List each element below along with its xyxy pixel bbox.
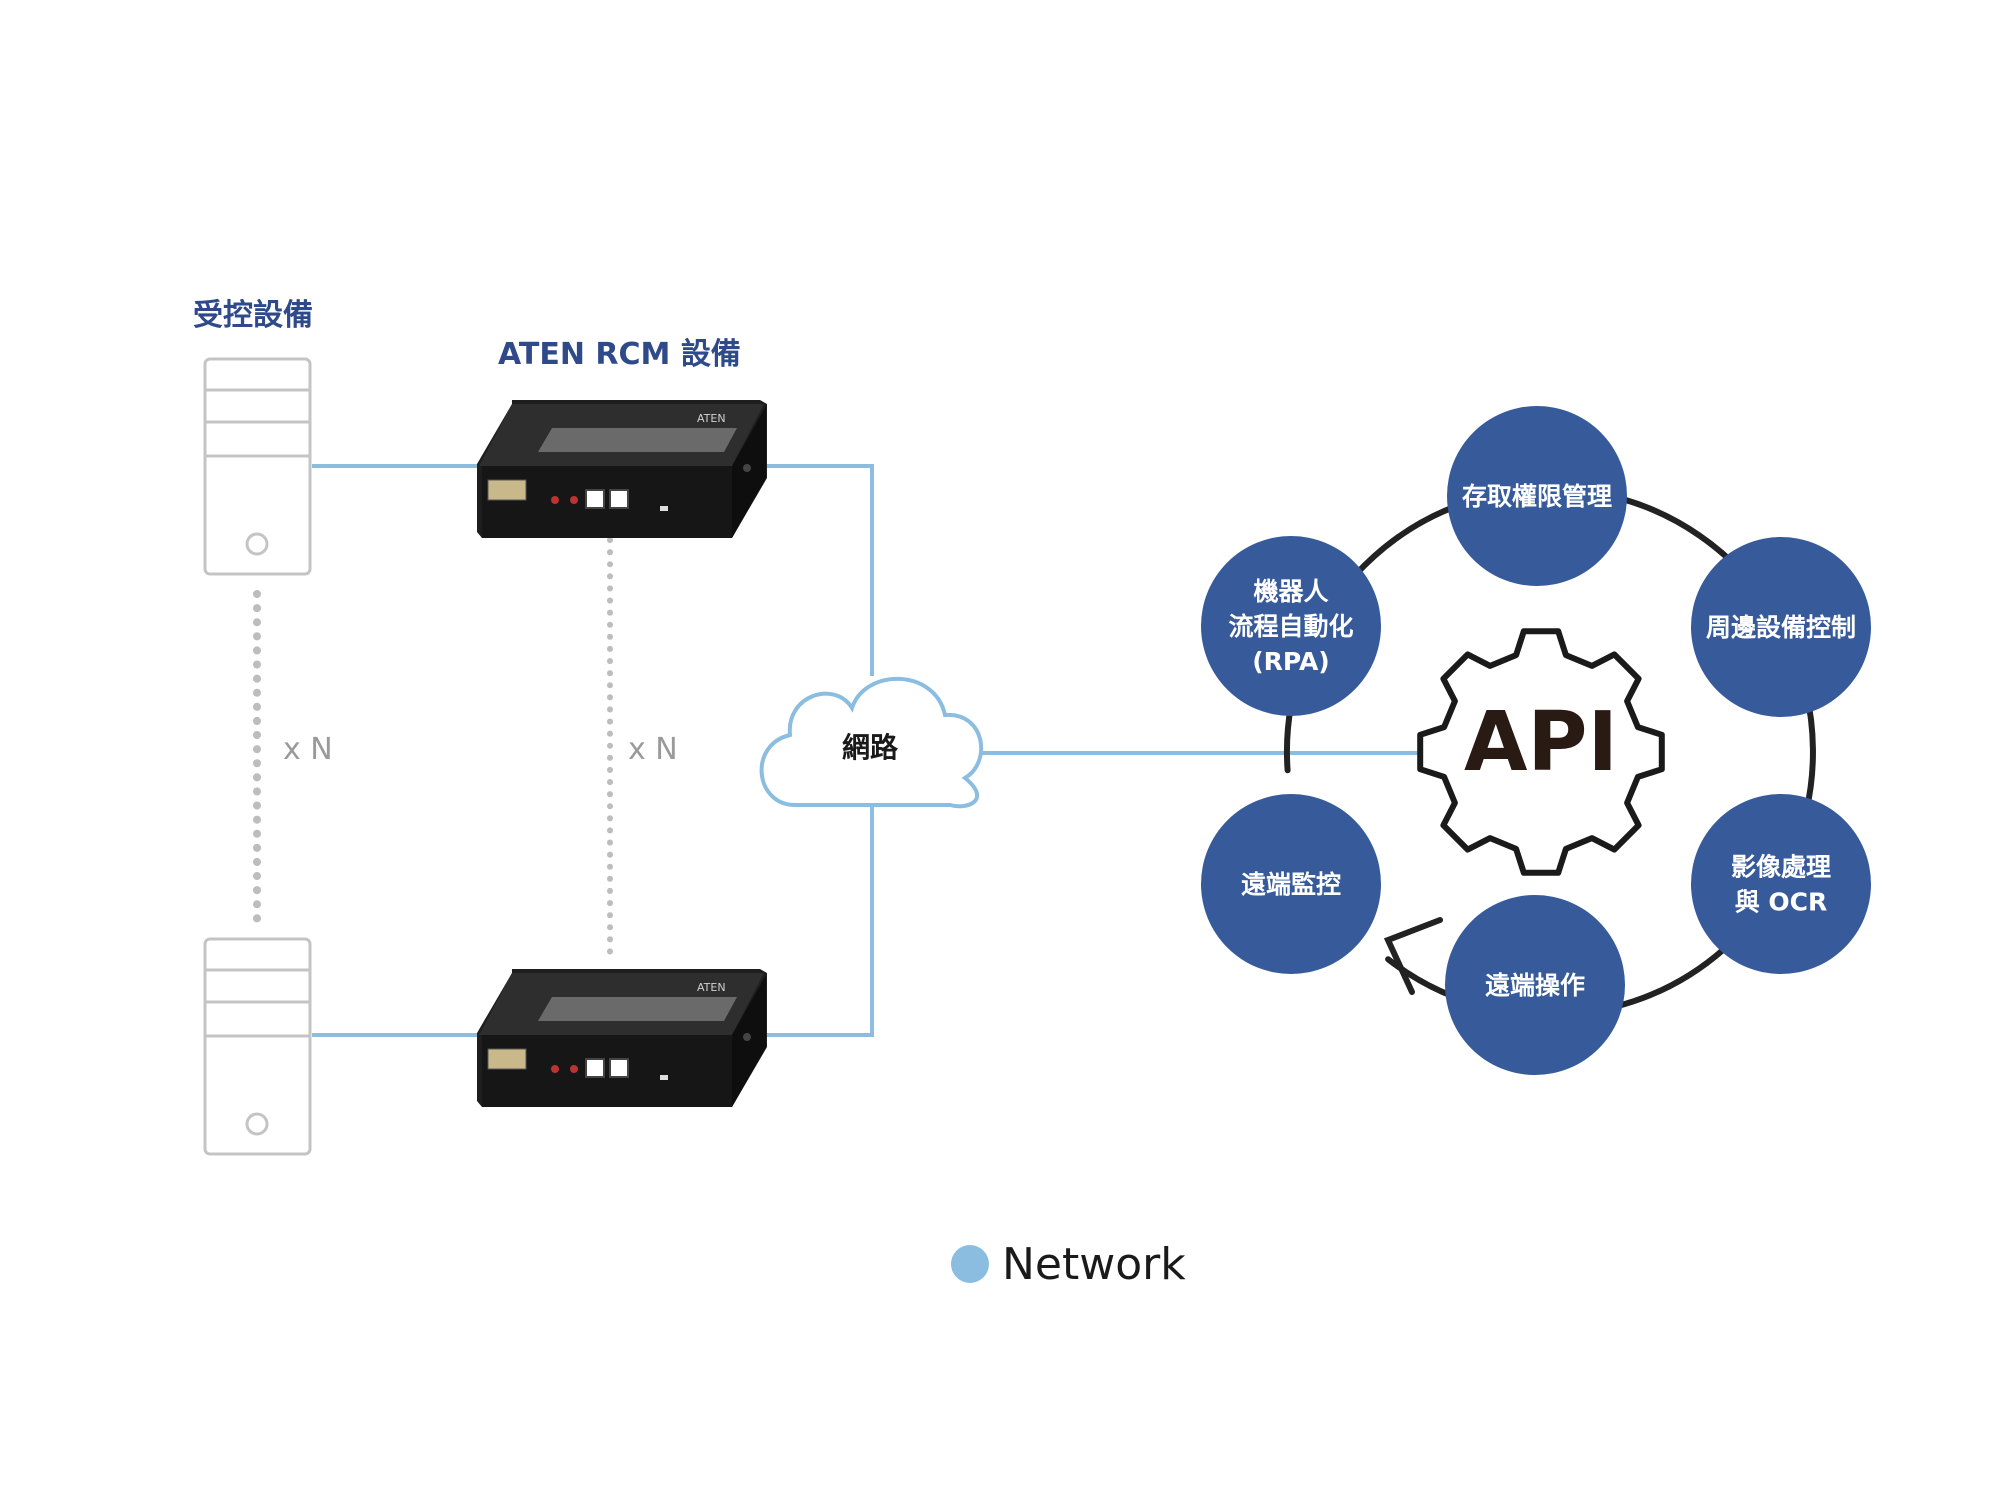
function-node-circle: [1691, 537, 1871, 717]
server-count-label: x N: [283, 732, 333, 767]
function-node-label: 遠端操作: [1485, 971, 1585, 1000]
server-bottom-body: [203, 937, 312, 1156]
server-bottom-power-icon: [245, 1112, 269, 1136]
rcm-top-brand: ATEN: [697, 412, 726, 425]
legend-network-swatch: [951, 1245, 989, 1283]
function-node-remote-mon: 遠端監控: [1201, 794, 1381, 974]
function-node-circle: [1445, 895, 1625, 1075]
rcm-top-cloud-link: [764, 464, 874, 676]
network-lines: [312, 464, 1425, 1037]
repeat-indicators: x N x N: [253, 537, 678, 963]
function-node-circle: [1447, 406, 1627, 586]
function-node-circle: [1201, 794, 1381, 974]
function-node-label: 流程自動化: [1228, 612, 1353, 641]
function-node-peripheral: 周邊設備控制: [1691, 537, 1871, 717]
function-node-label: 遠端監控: [1241, 870, 1341, 899]
api-hub: API: [1417, 628, 1665, 876]
network-cloud: 網路: [759, 676, 984, 809]
legend: Network: [951, 1239, 1186, 1290]
function-node-label: 影像處理: [1731, 853, 1831, 882]
server-top-power-icon: [245, 532, 269, 556]
rcm-bottom-cloud-link: [764, 805, 874, 1037]
rcm-device-top: ATEN: [477, 400, 767, 538]
function-node-label: 機器人: [1253, 577, 1328, 606]
function-node-access: 存取權限管理: [1447, 406, 1627, 586]
server-top: [203, 357, 312, 576]
rcm-count-label: x N: [628, 732, 678, 767]
cloud-icon: [759, 676, 984, 809]
function-node-label: 存取權限管理: [1462, 482, 1612, 511]
function-node-remote-op: 遠端操作: [1445, 895, 1625, 1075]
rcm-devices-title: ATEN RCM 設備: [498, 337, 741, 372]
controlled-devices-title: 受控設備: [193, 298, 313, 333]
function-node-label: 周邊設備控制: [1706, 613, 1856, 642]
function-node-label: 與 OCR: [1735, 888, 1828, 917]
legend-network-label: Network: [1002, 1239, 1186, 1290]
function-node-circle: [1691, 794, 1871, 974]
rcm-device-bottom: ATEN: [477, 969, 767, 1107]
function-node-circle: [1201, 536, 1381, 716]
cloud-label: 網路: [842, 731, 899, 764]
api-label: API: [1464, 695, 1618, 790]
rcm-bottom-brand: ATEN: [697, 981, 726, 994]
server-top-body: [203, 357, 312, 576]
function-node-label: (RPA): [1252, 647, 1329, 676]
gear-icon: [1417, 628, 1665, 876]
server-bottom: [203, 937, 312, 1156]
orbit-arrow-icon: [1383, 917, 1443, 995]
